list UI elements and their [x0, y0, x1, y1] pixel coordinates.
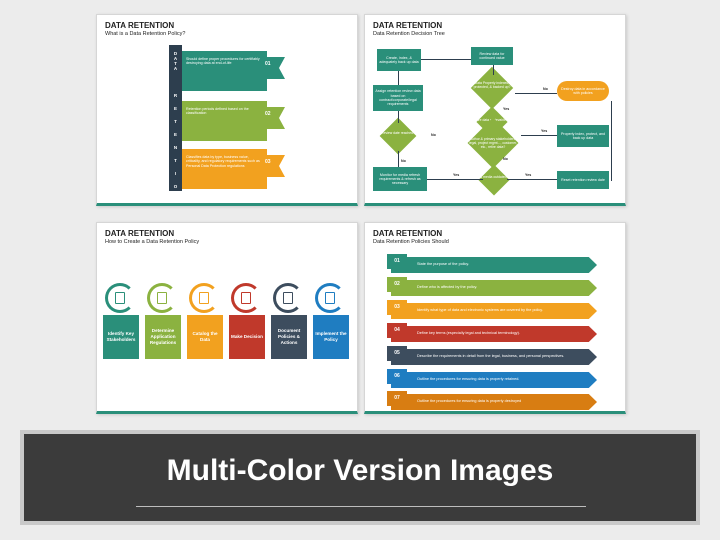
policy-item-03: Classifies data by type, business value,…: [182, 149, 267, 189]
policy-row-text: State the purpose of the policy.: [417, 262, 470, 266]
flow-diamond-text: Is media outdated?: [479, 175, 509, 179]
process-step-label: Document Policies & Actions: [271, 315, 307, 359]
slide-thumbnail-what-is-policy[interactable]: DATA RETENTION What is a Data Retention …: [96, 14, 358, 206]
flow-label-yes: Yes: [503, 107, 510, 111]
policy-row-text: Describe the requirements in detail from…: [417, 354, 565, 358]
process-step-label: Identify Key Stakeholders: [103, 315, 139, 359]
policy-row-05: 05 Describe the requirements in detail f…: [387, 346, 605, 365]
process-step-label: Determine Application Regulations: [145, 315, 181, 359]
flow-connector: [507, 179, 557, 180]
slide-title: DATA RETENTION: [105, 21, 175, 30]
policy-number-02: 02: [261, 107, 285, 129]
implement-icon: [315, 283, 345, 313]
policy-row-text: Outline the procedures for ensuring data…: [417, 377, 520, 381]
policy-item-text: Retention periods defined based on the c…: [186, 107, 249, 116]
flow-label-no: No: [431, 133, 436, 137]
flow-connector: [521, 135, 557, 136]
flow-label-yes: Yes: [525, 173, 532, 177]
flow-connector: [398, 71, 399, 85]
catalog-icon: [189, 283, 219, 313]
document-icon: [273, 283, 303, 313]
slide-title: DATA RETENTION: [373, 21, 443, 30]
flow-box-destroy: Destroy data in accordance with policies: [557, 81, 609, 101]
flow-connector: [421, 59, 471, 60]
slide-title: DATA RETENTION: [105, 229, 175, 238]
policy-row-number: 02: [387, 277, 407, 292]
flow-connector: [398, 151, 399, 167]
slide-subtitle: What is a Data Retention Policy?: [105, 31, 186, 37]
flow-connector: [398, 111, 399, 123]
policy-row-02: 02 Define who is affected by the policy.: [387, 277, 605, 296]
policy-number-01: 01: [261, 57, 285, 79]
process-step-label: Implement the Policy: [313, 315, 349, 359]
flow-label-yes: Yes: [453, 173, 460, 177]
flow-label-no: No: [543, 87, 548, 91]
policy-row-06: 06 Outline the procedures for ensuring d…: [387, 369, 605, 388]
flow-diamond-text: Data Properly indexed, protected, & back…: [473, 81, 511, 90]
banner-divider: [136, 506, 586, 507]
policy-row-07: 07 Outline the procedures for ensuring d…: [387, 391, 605, 410]
flow-diamond-text: Review date reached?: [381, 131, 415, 135]
slide-thumbnail-create-policy[interactable]: DATA RETENTION How to Create a Data Rete…: [96, 222, 358, 414]
flow-box-create: Create, index, & adequately back up data: [377, 49, 421, 71]
policy-item-text: Classifies data by type, business value,…: [186, 155, 260, 168]
policy-row-text: Define who is affected by the policy.: [417, 285, 478, 289]
decision-icon: [231, 283, 261, 313]
policy-row-text: Define key terms (especially legal and t…: [417, 331, 520, 335]
stakeholders-icon: [105, 283, 135, 313]
flow-diamond-review-reached: [379, 117, 417, 155]
policy-row-text: Identify what type of data and electroni…: [417, 308, 543, 312]
policy-row-number: 03: [387, 300, 407, 315]
flow-connector: [427, 179, 483, 180]
flow-box-review-value: Review data for continued value: [471, 47, 513, 65]
slide-thumbnail-policies-should[interactable]: DATA RETENTION Data Retention Policies S…: [364, 222, 626, 414]
policy-row-number: 07: [387, 391, 407, 406]
flow-diamond-text: Author & primary stakeholders, legal, pr…: [468, 137, 518, 150]
flow-box-assign: Assign retention review data based on co…: [373, 85, 423, 111]
process-step-label: Make Decision: [229, 315, 265, 359]
policy-item-02: Retention periods defined based on the c…: [182, 101, 267, 141]
slide-subtitle: Data Retention Policies Should: [373, 239, 449, 245]
banner: Multi-Color Version Images: [20, 430, 700, 525]
slide-subtitle: How to Create a Data Retention Policy: [105, 239, 200, 245]
flow-box-monitor: Monitor for media refresh requirements &…: [373, 167, 427, 191]
process-step-label: Catalog the Data: [187, 315, 223, 359]
flow-label-no: No: [401, 159, 406, 163]
slide-thumbnail-decision-tree[interactable]: DATA RETENTION Data Retention Decision T…: [364, 14, 626, 206]
policy-row-number: 05: [387, 346, 407, 361]
flow-label-no: No: [503, 157, 508, 161]
policy-row-text: Outline the procedures for ensuring data…: [417, 399, 522, 403]
flow-connector: [611, 101, 612, 181]
policy-item-text: Should define proper procedures for cert…: [186, 57, 260, 66]
flow-box-reset: Reset retention review date: [557, 171, 609, 189]
flow-diamond-media: [478, 164, 510, 196]
policy-item-01: Should define proper procedures for cert…: [182, 51, 267, 91]
flow-box-properly-index: Properly index, protect, and back up dat…: [557, 125, 609, 147]
policy-row-number: 06: [387, 369, 407, 384]
slide-subtitle: Data Retention Decision Tree: [373, 31, 445, 37]
flow-connector: [493, 65, 494, 75]
policy-row-01: 01 State the purpose of the policy.: [387, 254, 605, 273]
flow-connector: [515, 93, 557, 94]
policy-row-number: 01: [387, 254, 407, 269]
slide-title: DATA RETENTION: [373, 229, 443, 238]
flow-label-yes: Yes: [541, 129, 548, 133]
policy-row-03: 03 Identify what type of data and electr…: [387, 300, 605, 319]
banner-title: Multi-Color Version Images: [166, 454, 554, 487]
policy-number-03: 03: [261, 155, 285, 177]
policy-row-number: 04: [387, 323, 407, 338]
checklist-icon: [147, 283, 177, 313]
policy-row-04: 04 Define key terms (especially legal an…: [387, 323, 605, 342]
